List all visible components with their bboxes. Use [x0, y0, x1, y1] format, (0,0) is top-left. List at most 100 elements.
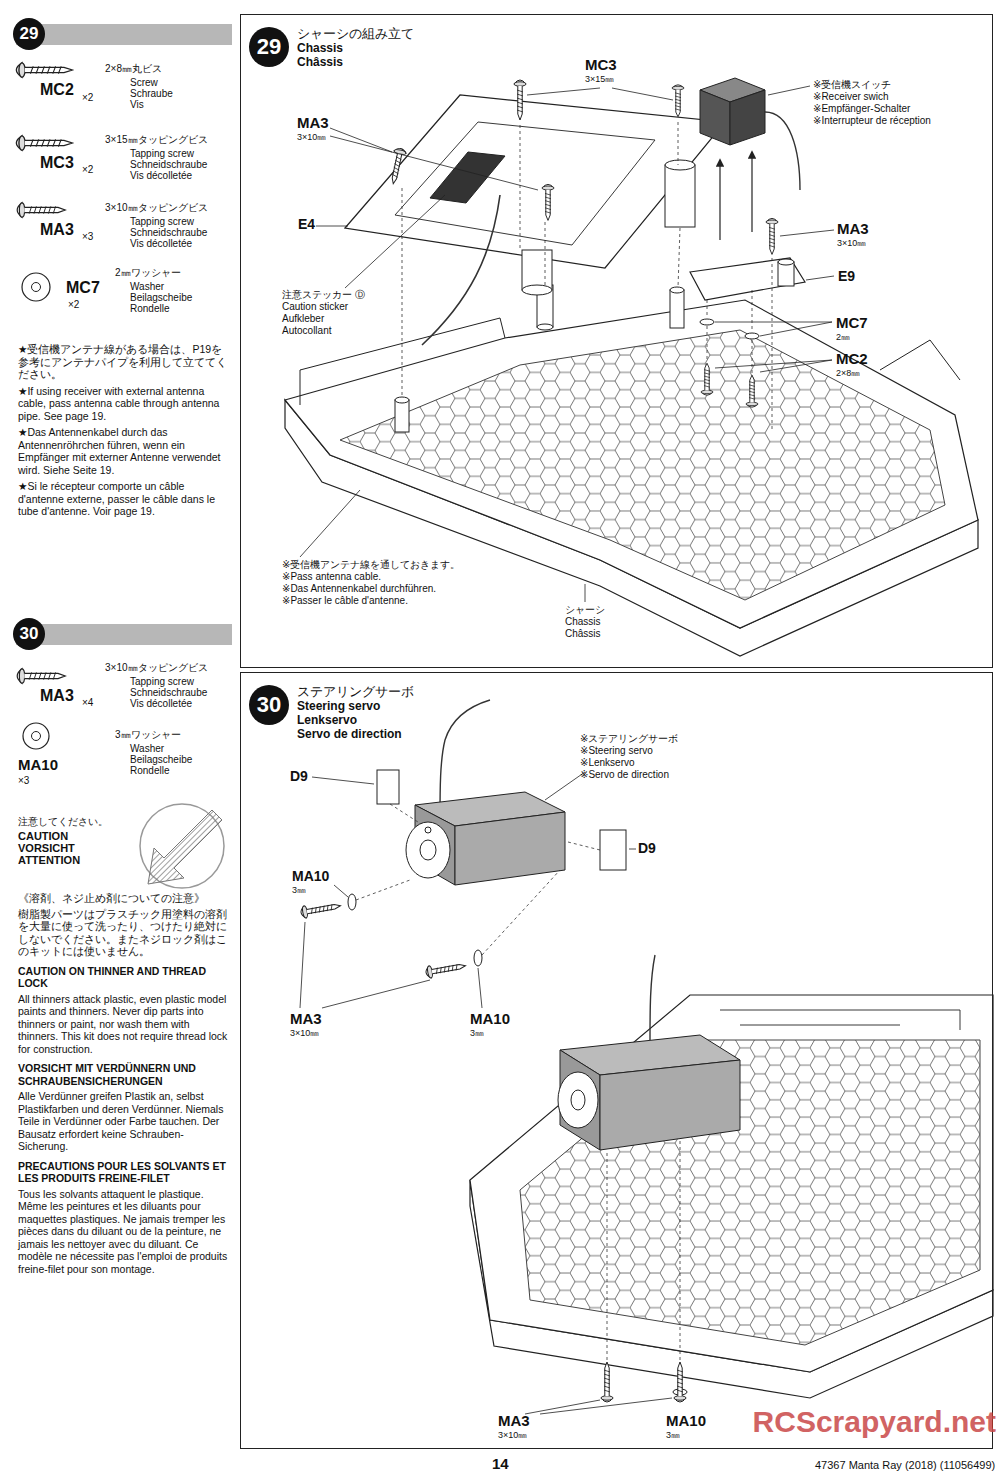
- label-text: 3×10㎜タッピングビス: [105, 202, 208, 214]
- label-group: 3×15㎜タッピングビス: [105, 134, 208, 146]
- step-number: 29: [249, 27, 289, 67]
- label-text: Rondelle: [130, 765, 192, 776]
- label-group: ×2: [82, 92, 93, 104]
- label-text: Alle Verdünner greifen Plastik an, selbs…: [18, 1090, 230, 1153]
- label-text: 2㎜ワッシャー: [115, 267, 181, 279]
- step-title: ステアリングサーボ: [297, 685, 414, 699]
- label-group: ×3: [82, 231, 93, 243]
- label-text: ※Steering servo: [580, 745, 678, 757]
- label-group: 《溶剤、ネジ止め剤についての注意》樹脂製パーツはプラスチック用塗料の溶剤を大量に…: [18, 892, 230, 1275]
- step-number: 29: [13, 18, 45, 50]
- label-group: D9: [638, 840, 656, 856]
- label-group: MA3: [40, 221, 74, 239]
- label-text: Aufkleber: [282, 313, 365, 325]
- label-text: 注意ステッカー Ⓓ: [282, 289, 365, 301]
- label-text: ※Receiver swich: [813, 91, 931, 103]
- label-text: ※Interrupteur de réception: [813, 115, 931, 127]
- label-group: 3㎜: [292, 885, 306, 896]
- label-group: 3×10㎜: [290, 1028, 319, 1039]
- label-text: 3×15㎜: [585, 74, 614, 85]
- step-number-circle: 30: [249, 685, 289, 725]
- label-text: Washer: [130, 281, 192, 292]
- label-group: 2×8㎜: [836, 368, 860, 379]
- label-group: WasherBeilagscheibeRondelle: [130, 743, 192, 776]
- label-text: Chassis: [565, 616, 605, 628]
- part-code: VORSICHT MIT VERDÜNNERN UND SCHRAUBENSIC…: [18, 1062, 230, 1087]
- label-text: ×2: [68, 299, 79, 311]
- label-group: 3×10㎜: [297, 132, 326, 143]
- label-group: 3㎜: [666, 1430, 680, 1441]
- label-group: ScrewSchraubeVis: [130, 77, 173, 110]
- label-text: 3㎜: [666, 1430, 680, 1441]
- label-group: 47367 Manta Ray (2018) (11056499): [815, 1459, 995, 1472]
- label-group: MC3: [585, 56, 617, 73]
- label-group: MC2: [836, 350, 868, 367]
- label-group: MA10: [666, 1412, 706, 1429]
- label-text: ※ステアリングサーボ: [580, 733, 678, 745]
- label-text: ×4: [82, 697, 93, 709]
- step-panel: 30ステアリングサーボSteering servoLenkservoServo …: [240, 672, 993, 1449]
- part-code: E4: [298, 216, 315, 232]
- label-group: 3×10㎜: [498, 1430, 527, 1441]
- label-group: 2㎜: [836, 332, 850, 343]
- label-group: 3×10㎜タッピングビス: [105, 202, 208, 214]
- label-text: 3×10㎜: [297, 132, 326, 143]
- label-group: RCScrapyard.net: [753, 1405, 996, 1439]
- part-code: MC7: [66, 279, 100, 297]
- label-text: 2㎜: [836, 332, 850, 343]
- label-text: ※Das Antennenkabel durchführen.: [282, 583, 460, 595]
- label-text: 2×8㎜丸ビス: [105, 63, 162, 75]
- label-group: MA10: [292, 868, 329, 884]
- label-text: 3×10㎜: [498, 1430, 527, 1441]
- label-text: Vis décolletée: [130, 170, 207, 181]
- label-text: ×3: [18, 775, 29, 787]
- label-group: E9: [838, 268, 855, 284]
- part-code: MC3: [40, 154, 74, 172]
- label-text: ※Passer le câble d'antenne.: [282, 595, 460, 607]
- label-group: CAUTIONVORSICHTATTENTION: [18, 830, 80, 866]
- label-group: MA3: [498, 1412, 530, 1429]
- label-text: Schneidschraube: [130, 227, 207, 238]
- part-code: MC2: [40, 81, 74, 99]
- step-header-bar: 30: [16, 624, 232, 645]
- part-code: PRECAUTIONS POUR LES SOLVANTS ET LES PRO…: [18, 1160, 230, 1185]
- part-code: MA10: [18, 756, 58, 773]
- step-heading: シャーシの組み立てChassisChâssis: [297, 27, 414, 69]
- label-text: Tapping screw: [130, 216, 207, 227]
- label-group: ※受信機アンテナ線を通しておきます。※Pass antenna cable.※D…: [282, 559, 460, 607]
- label-text: Schraube: [130, 88, 173, 99]
- part-code: MA3: [40, 687, 74, 705]
- label-text: Schneidschraube: [130, 687, 207, 698]
- label-text: シャーシ: [565, 604, 605, 616]
- label-group: 2×8㎜丸ビス: [105, 63, 162, 75]
- label-text: Caution sticker: [282, 301, 365, 313]
- label-group: Tapping screwSchneidschraubeVis décollet…: [130, 676, 207, 709]
- label-group: 3×10㎜タッピングビス: [105, 662, 208, 674]
- label-group: 2㎜ワッシャー: [115, 267, 181, 279]
- part-code: 14: [492, 1455, 509, 1473]
- label-group: MC7: [836, 314, 868, 331]
- part-code: ATTENTION: [18, 854, 80, 866]
- label-group: ※ステアリングサーボ※Steering servo※Lenkservo※Serv…: [580, 733, 678, 781]
- label-group: MA10: [18, 756, 58, 773]
- part-code: VORSICHT: [18, 842, 80, 854]
- label-group: ×2: [82, 164, 93, 176]
- label-text: ※受信機スイッチ: [813, 79, 931, 91]
- label-group: MA3: [837, 220, 869, 237]
- label-text: ×2: [82, 92, 93, 104]
- part-code: MA10: [666, 1412, 706, 1429]
- label-group: 3×15㎜: [585, 74, 614, 85]
- step-title-translation: Servo de direction: [297, 727, 414, 741]
- label-text: All thinners attack plastic, even plasti…: [18, 993, 230, 1056]
- label-text: 3×10㎜タッピングビス: [105, 662, 208, 674]
- label-text: ※受信機アンテナ線を通しておきます。: [282, 559, 460, 571]
- label-group: ×2: [68, 299, 79, 311]
- label-text: Washer: [130, 743, 192, 754]
- part-code: MA3: [40, 221, 74, 239]
- label-group: MC3: [40, 154, 74, 172]
- label-group: MC2: [40, 81, 74, 99]
- label-text: Vis décolletée: [130, 238, 207, 249]
